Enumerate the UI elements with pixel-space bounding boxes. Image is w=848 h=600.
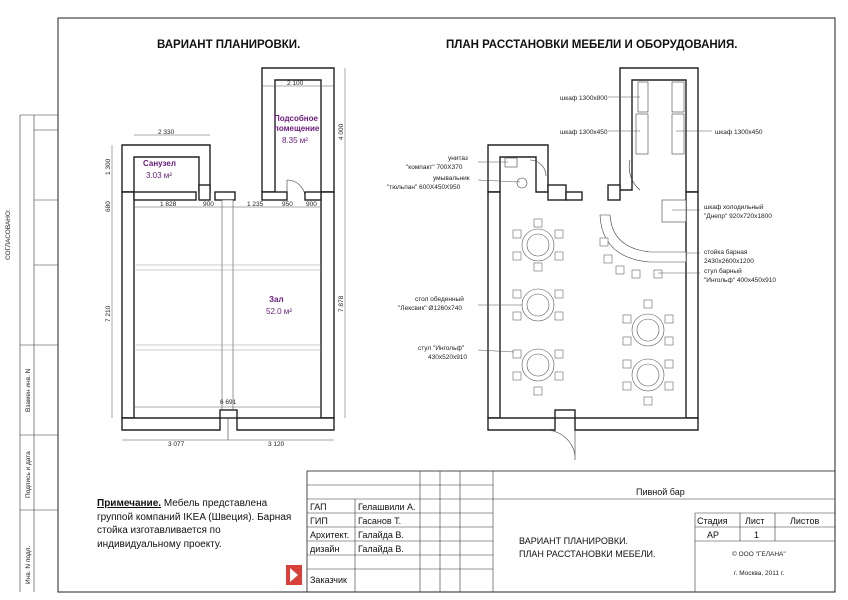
name-2: Гасанов Т.: [358, 516, 401, 526]
utility-room-area: 8.35 м²: [282, 136, 308, 145]
dim-950: 950: [282, 201, 293, 208]
approved-label: СОГЛАСОВАНО:: [5, 209, 12, 260]
cabinet-800-label: шкаф 1300х800: [560, 95, 608, 102]
dim-680: 680: [105, 201, 112, 212]
stage-value: АР: [707, 530, 719, 540]
toilet-label-1: унитаз: [448, 155, 468, 162]
bar-counter-label-1: стойка барная: [704, 248, 748, 256]
company-city: г. Москва, 2011 г.: [734, 570, 784, 577]
fridge-label-1: шкаф холодильный: [704, 203, 764, 211]
dim-7210: 7 210: [105, 305, 112, 322]
role-4: дизайн: [310, 544, 339, 554]
dining-table-label-2: "Лексвик" Ø1260х740: [398, 305, 462, 312]
chair-label-1: стул "Ингольф": [418, 345, 465, 352]
dim-2100: 2 100: [287, 80, 304, 87]
dim-900a: 900: [203, 201, 214, 208]
sheets-header: Листов: [790, 516, 819, 526]
dim-3120: 3 120: [268, 441, 285, 448]
customer-label: Заказчик: [310, 575, 347, 585]
chair-label-2: 430х520х910: [428, 354, 467, 361]
side-strip: СОГЛАСОВАНО: Взамен инв. N Подпись и дат…: [5, 114, 58, 592]
sink-label-1: умывальник: [433, 175, 470, 182]
dim-900b: 900: [306, 201, 317, 208]
note-block: Примечание. Мебель представлена группой …: [97, 497, 302, 551]
company-name: © ООО "ГЕЛАНА": [732, 550, 786, 558]
chairs: [512, 218, 674, 406]
toilet-label-2: "компакт" 700Х370: [406, 164, 463, 171]
dim-3077: 3 077: [168, 441, 185, 448]
right-plan-title: ПЛАН РАССТАНОВКИ МЕБЕЛИ И ОБОРУДОВАНИЯ.: [446, 39, 737, 51]
dim-7878: 7 878: [338, 295, 345, 312]
hall-room-area: 52.0 м²: [266, 307, 292, 316]
utility-room-name-1: Подсобное: [274, 114, 319, 123]
utility-room-name-2: помещение: [274, 124, 320, 133]
project-name: Пивной бар: [636, 487, 685, 497]
dim-1235: 1 235: [247, 201, 264, 208]
note-text: Мебель представлена группой компаний IKE…: [97, 498, 292, 550]
dim-2330: 2 330: [158, 129, 175, 136]
cabinet-450-left-label: шкаф 1300х450: [560, 129, 608, 136]
left-plan-title: ВАРИАНТ ПЛАНИРОВКИ.: [157, 39, 300, 51]
wc-room-area: 3.03 м²: [146, 171, 172, 180]
dining-tables: [521, 228, 665, 392]
sink-label-2: "тюльпан" 600Х450Х950: [387, 184, 461, 191]
bar-counter-label-2: 2430х2600х1200: [704, 258, 754, 265]
name-3: Галайда В.: [358, 530, 404, 540]
dim-1300: 1 300: [105, 158, 112, 175]
sheet-title-2: ПЛАН РАССТАНОВКИ МЕБЕЛИ.: [519, 549, 656, 559]
cabinet-450-right-label: шкаф 1300х450: [715, 129, 763, 136]
name-4: Галайда В.: [358, 544, 404, 554]
sheet-title-1: ВАРИАНТ ПЛАНИРОВКИ.: [519, 536, 628, 546]
title-block: Пивной бар ГАП Гелашвили А. ГИП Гасанов …: [306, 470, 836, 593]
left-floor-plan: 2 100 2 330 4 000 1 300 680 1 828 900 1 …: [105, 67, 346, 448]
right-floor-plan: шкаф 1300х800 шкаф 1300х450 шкаф 1300х45…: [387, 67, 776, 460]
name-1: Гелашвили А.: [358, 502, 416, 512]
sheet-value: 1: [754, 530, 759, 540]
stage-header: Стадия: [697, 516, 728, 526]
note-label: Примечание.: [97, 498, 162, 509]
replaces-label: Взамен инв. N: [25, 368, 32, 412]
role-2: ГИП: [310, 516, 328, 526]
role-1: ГАП: [310, 502, 327, 512]
dim-6691: 6 691: [220, 399, 237, 406]
sheet-header: Лист: [745, 516, 765, 526]
hall-room-name: Зал: [269, 295, 284, 304]
sign-date-label: Подпись и дата: [25, 451, 32, 498]
bar-stool-label-1: стул барный: [704, 267, 742, 275]
dining-table-label-1: стол обеденный: [415, 295, 464, 303]
fridge-label-2: "Днепр" 920х720х1800: [704, 213, 772, 220]
inv-label: Инв. N подл.: [25, 546, 32, 584]
bar-stool-label-2: "Ингольф" 400х450х910: [704, 277, 776, 284]
company-logo: [286, 565, 302, 585]
dim-4000: 4 000: [338, 123, 345, 140]
wc-room-name: Санузел: [143, 159, 176, 168]
dim-1828: 1 828: [160, 201, 177, 208]
role-3: Архитект.: [310, 530, 349, 540]
